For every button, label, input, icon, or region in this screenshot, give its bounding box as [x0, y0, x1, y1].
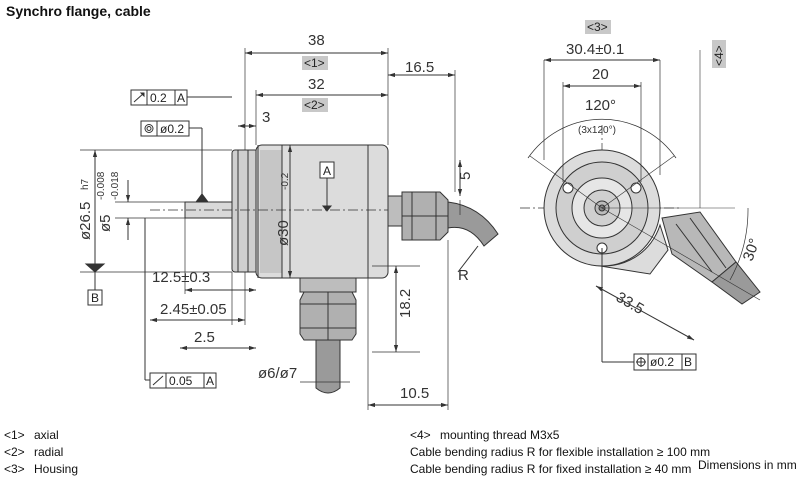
radial-cable-gland [299, 277, 357, 293]
dim-26-5: ø26.5 [77, 202, 94, 240]
dim-5-shaft: ø5 [97, 214, 114, 232]
dim-3: 3 [262, 109, 270, 126]
dim-12-5: 12.5±0.3 [152, 269, 210, 286]
datum-b-box [87, 289, 103, 306]
legend-right: <4>mounting thread M3x5 Cable bending ra… [410, 427, 710, 478]
tag4-bg [712, 40, 726, 68]
dim-18-2: 18.2 [397, 289, 414, 318]
dim-5: 5 [457, 172, 474, 180]
dimensions-note: Dimensions in mm [698, 458, 797, 472]
radial-runout-value: 0.05 [169, 374, 193, 388]
concentricity-value: ø0.2 [160, 122, 184, 136]
axial-runout-datum: A [177, 91, 185, 105]
dim-33-5: 33.5 [613, 289, 647, 318]
front-cable [711, 261, 761, 305]
legend-item: <1>axial [4, 428, 59, 442]
dim-10-5: 10.5 [400, 385, 429, 402]
dim-5-tol-upper: -0.008 [96, 171, 107, 200]
radial-runout-datum: A [206, 374, 214, 388]
dim-32: 32 [308, 76, 325, 93]
tag3-bg [585, 20, 611, 34]
position-datum: B [684, 355, 692, 369]
dim-30-tol: -0.2 [280, 172, 291, 190]
front-view [520, 50, 761, 371]
position-value: ø0.2 [650, 355, 674, 369]
tag-3: <3> [587, 20, 608, 34]
position-frame [633, 353, 697, 371]
datum-b-label: B [91, 291, 99, 305]
dim-30-4: 30.4±0.1 [566, 41, 624, 58]
side-view-labels: 38 <1> 32 <2> 16.5 3 5 12.5±0.3 2.45±0.0… [77, 32, 474, 402]
axial-cable [447, 201, 499, 247]
flange [231, 149, 259, 273]
radial-cable [315, 339, 341, 394]
legend-left: <1>axial <2>radial <3>Housing [4, 427, 78, 478]
dim-2-5: 2.5 [194, 329, 215, 346]
legend-item: <2>radial [4, 445, 64, 459]
dim-16-5: 16.5 [405, 59, 434, 76]
tag-1: <1> [304, 56, 325, 70]
datum-a-label: A [323, 164, 331, 178]
dim-26-5-tol: h7 [80, 178, 91, 190]
mounting-hole-2 [630, 182, 642, 194]
dim-30: ø30 [275, 220, 292, 246]
axial-cable-gland [387, 195, 403, 227]
tag-2: <2> [304, 98, 325, 112]
angle-30: 30° [740, 236, 764, 263]
page-title: Synchro flange, cable [6, 3, 151, 19]
dim-5-tol-lower: -0.018 [110, 171, 121, 200]
datum-b-triangle [84, 263, 106, 273]
dim-2-45: 2.45±0.05 [160, 301, 227, 318]
radius-label: R [458, 267, 469, 284]
legend-item: Cable bending radius R for flexible inst… [410, 445, 711, 459]
dim-20: 20 [592, 66, 609, 83]
legend-item: Cable bending radius R for fixed install… [410, 462, 692, 476]
tag2-bg [302, 98, 328, 112]
tag-4: <4> [712, 45, 726, 66]
dim-38: 38 [308, 32, 325, 49]
angle-note: (3x120°) [578, 125, 616, 136]
angle-120: 120° [585, 97, 616, 114]
side-view [80, 48, 499, 410]
dim-6-7: ø6/ø7 [258, 365, 297, 382]
legend-item: <3>Housing [4, 462, 79, 476]
mounting-hole-1 [562, 182, 574, 194]
tag1-bg [302, 56, 328, 70]
axial-runout-value: 0.2 [150, 91, 167, 105]
legend-item: <4>mounting thread M3x5 [410, 428, 560, 442]
